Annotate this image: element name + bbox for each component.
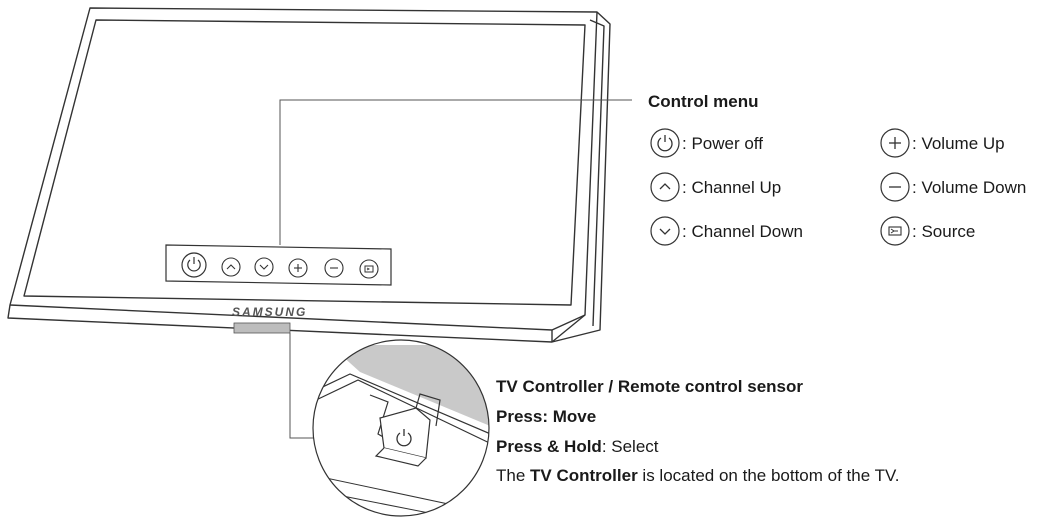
panel-power-icon — [181, 252, 207, 278]
controller-desc-bold: TV Controller — [530, 466, 638, 485]
chevron-up-icon — [650, 172, 680, 202]
legend-label-source: : Source — [912, 222, 976, 241]
controller-power-icon — [396, 429, 412, 447]
controller-desc-pre: The — [496, 466, 531, 485]
controller-description: The TV Controller is located on the bott… — [496, 466, 900, 486]
controller-hold-rest: : Select — [601, 437, 659, 456]
controller-press-label: Press: Move — [496, 407, 597, 426]
panel-plus-icon — [288, 258, 308, 278]
panel-minus-icon — [324, 258, 344, 278]
control-menu-leader — [279, 99, 632, 245]
legend-label-channel-down: : Channel Down — [682, 222, 803, 241]
legend-label-power: : Power off — [682, 134, 763, 153]
brand-logo: SAMSUNG — [232, 305, 307, 319]
controller-hold-line: Press & Hold: Select — [496, 437, 659, 457]
control-menu-title: Control menu — [648, 92, 759, 111]
tv-screen — [23, 19, 586, 306]
chevron-down-icon — [650, 216, 680, 246]
legend-label-volume-up: : Volume Up — [912, 134, 1005, 153]
minus-icon — [880, 172, 910, 202]
control-panel — [165, 244, 392, 286]
controller-zoom-view — [312, 339, 490, 517]
source-icon — [880, 216, 910, 246]
controller-title: TV Controller / Remote control sensor — [496, 377, 803, 396]
panel-chevron-up-icon — [221, 257, 241, 277]
legend-label-channel-up: : Channel Up — [682, 178, 782, 197]
panel-source-icon — [359, 259, 379, 279]
tv-frame — [7, 7, 611, 343]
panel-chevron-down-icon — [254, 257, 274, 277]
tv-controller-marker — [233, 322, 291, 334]
plus-icon — [880, 128, 910, 158]
power-icon — [650, 128, 680, 158]
controller-desc-post: is located on the bottom of the TV. — [637, 466, 900, 485]
controller-hold-bold: Press & Hold — [496, 437, 602, 456]
legend-label-volume-down: : Volume Down — [912, 178, 1027, 197]
controller-leader — [289, 333, 318, 439]
